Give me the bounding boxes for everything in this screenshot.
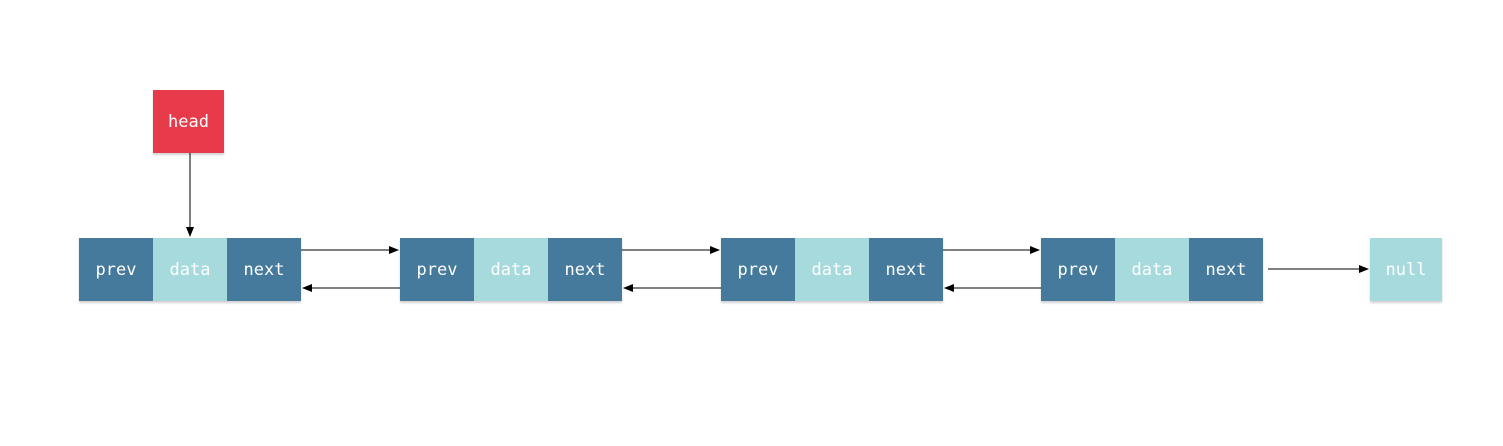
node-3-next-field: next (869, 238, 943, 301)
head-label: head (168, 111, 209, 132)
node-3-data-field: data (795, 238, 869, 301)
node-1-next-field: next (227, 238, 301, 301)
node-2-next-field: next (548, 238, 622, 301)
node-1-prev-field: prev (79, 238, 153, 301)
node-3-prev-field: prev (721, 238, 795, 301)
list-node-4: prev data next (1041, 238, 1263, 301)
node-2-data-field: data (474, 238, 548, 301)
head-pointer-box: head (153, 90, 224, 153)
node-4-prev-field: prev (1041, 238, 1115, 301)
node-1-data-field: data (153, 238, 227, 301)
node-2-prev-field: prev (400, 238, 474, 301)
node-4-data-field: data (1115, 238, 1189, 301)
node-4-next-field: next (1189, 238, 1263, 301)
null-terminator: null (1370, 238, 1442, 301)
null-label: null (1385, 259, 1427, 280)
list-node-1: prev data next (79, 238, 301, 301)
list-node-3: prev data next (721, 238, 943, 301)
list-node-2: prev data next (400, 238, 622, 301)
